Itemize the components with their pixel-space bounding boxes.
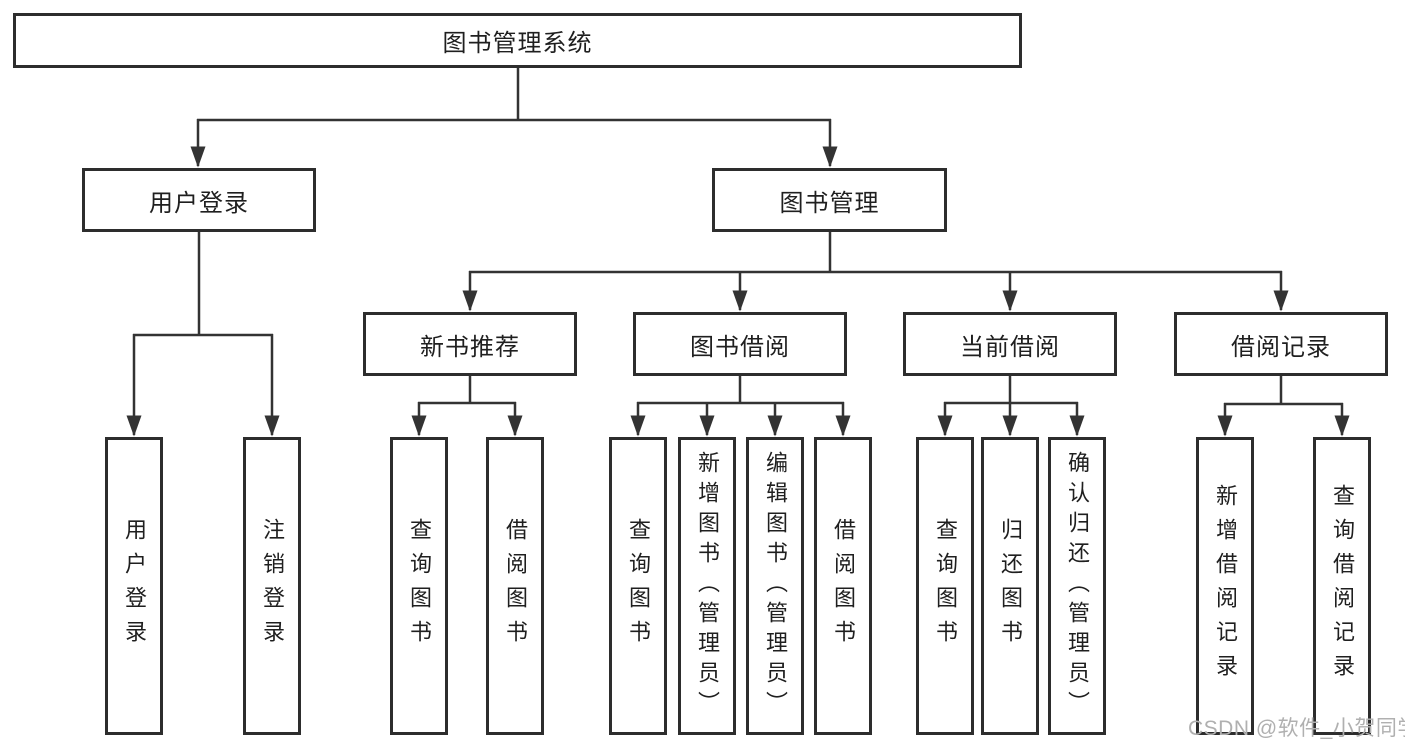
- node-new-book-recommend: 新书推荐: [363, 312, 577, 376]
- node-current-borrow: 当前借阅: [903, 312, 1117, 376]
- node-leaf-user-login: 用户登录: [105, 437, 163, 735]
- node-leaf-query-book-3: 查询图书: [916, 437, 974, 735]
- node-leaf-edit-book-admin: 编辑图书（管理员）: [746, 437, 804, 735]
- node-leaf-return-book: 归还图书: [981, 437, 1039, 735]
- node-book-management: 图书管理: [712, 168, 947, 232]
- node-leaf-logout: 注销登录: [243, 437, 301, 735]
- node-leaf-add-book-admin: 新增图书（管理员）: [678, 437, 736, 735]
- node-leaf-confirm-return-admin: 确认归还（管理员）: [1048, 437, 1106, 735]
- watermark-text: CSDN @软件_小贺同学: [1188, 717, 1405, 740]
- node-leaf-borrow-book-1: 借阅图书: [486, 437, 544, 735]
- node-user-login: 用户登录: [82, 168, 316, 232]
- node-leaf-query-borrow-record: 查询借阅记录: [1313, 437, 1371, 735]
- node-leaf-query-book-2: 查询图书: [609, 437, 667, 735]
- node-leaf-add-borrow-record: 新增借阅记录: [1196, 437, 1254, 735]
- node-leaf-borrow-book-2: 借阅图书: [814, 437, 872, 735]
- node-borrow-record: 借阅记录: [1174, 312, 1388, 376]
- node-book-borrow: 图书借阅: [633, 312, 847, 376]
- node-leaf-query-book-1: 查询图书: [390, 437, 448, 735]
- node-root: 图书管理系统: [13, 13, 1022, 68]
